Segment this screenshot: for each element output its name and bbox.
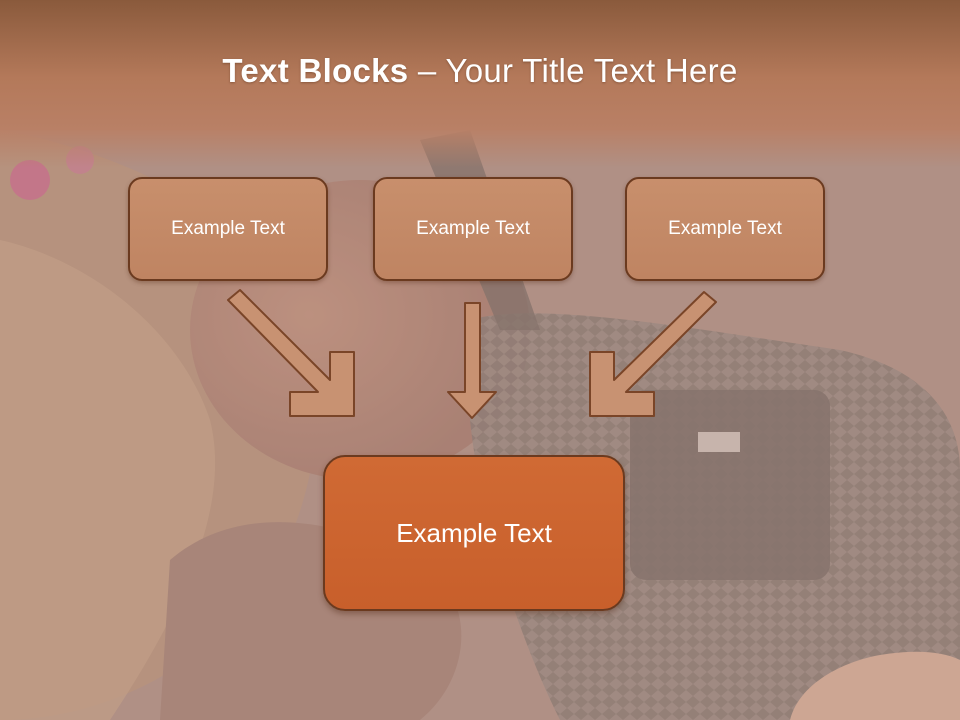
target-block[interactable]: Example Text bbox=[323, 455, 625, 611]
title-bold: Text Blocks bbox=[222, 52, 409, 89]
text-block-3-label: Example Text bbox=[668, 218, 782, 239]
title-separator: – bbox=[408, 52, 446, 89]
text-block-3[interactable]: Example Text bbox=[625, 177, 825, 281]
arrow-middle bbox=[447, 302, 497, 419]
text-block-2[interactable]: Example Text bbox=[373, 177, 573, 281]
text-block-1[interactable]: Example Text bbox=[128, 177, 328, 281]
arrow-right bbox=[589, 291, 717, 417]
arrow-left bbox=[227, 289, 355, 417]
title-rest: Your Title Text Here bbox=[445, 52, 738, 89]
text-block-2-label: Example Text bbox=[416, 218, 530, 239]
slide-title: Text Blocks – Your Title Text Here bbox=[0, 52, 960, 90]
target-block-label: Example Text bbox=[396, 517, 552, 548]
text-block-1-label: Example Text bbox=[171, 218, 285, 239]
